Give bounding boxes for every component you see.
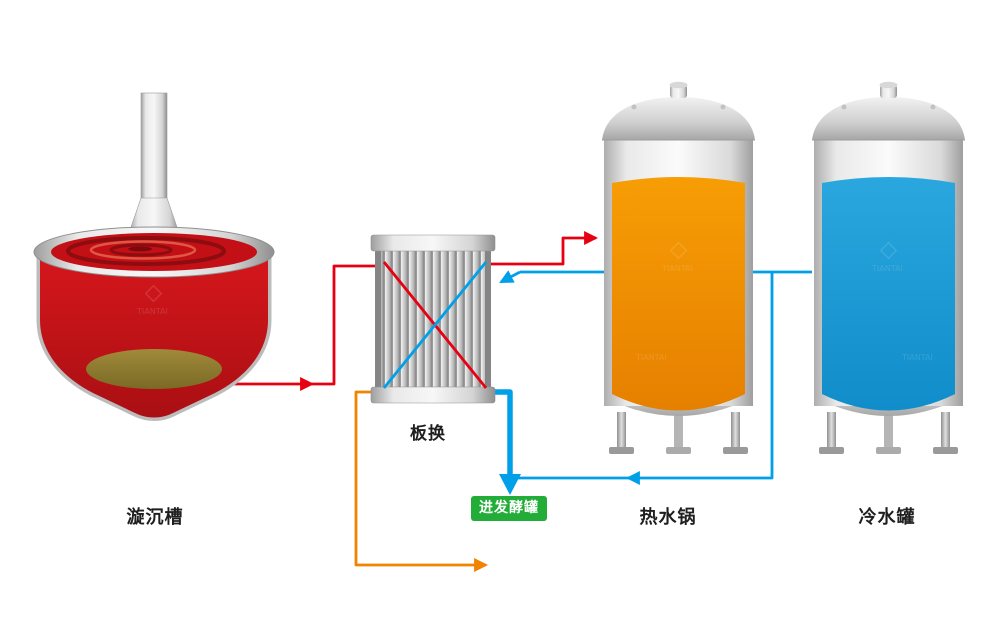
svg-text:TIANTAI: TIANTAI: [136, 307, 168, 316]
cold-diagonal: [382, 261, 488, 389]
tank-leg: [941, 412, 950, 450]
svg-text:TIANTAI: TIANTAI: [871, 264, 903, 273]
tank-dome: [812, 97, 965, 140]
tank-fitting: [930, 104, 936, 110]
watermark: TIANTAI: [136, 284, 168, 316]
tank-foot: [933, 447, 958, 454]
svg-text:TIANTAI: TIANTAI: [635, 353, 667, 362]
cooled-wort-arrowhead: [499, 474, 521, 495]
exchanger-frame-right: [485, 250, 491, 390]
cold-water-inlet-arrow: [499, 270, 521, 284]
cooled-wort-pipe: [488, 389, 513, 476]
wort-pipe-riser: [310, 264, 384, 386]
cold-water-return-pipe: [625, 272, 774, 485]
tank-top-cap: [880, 85, 897, 98]
label-heat-exchanger: 板换: [410, 424, 446, 444]
watermark: TIANTAI TIANTAI: [635, 241, 693, 362]
swirl-ring-outer: [66, 236, 226, 266]
cold-water-tank: TIANTAI TIANTAI: [812, 81, 965, 454]
svg-text:TIANTAI: TIANTAI: [661, 264, 693, 273]
swirl-ring-mid: [89, 240, 197, 260]
tank-top-cap-lid: [669, 81, 688, 89]
cold-water-fill: [822, 177, 955, 411]
tank-foot: [666, 447, 691, 454]
tank-dome: [602, 97, 755, 140]
exchanger-frame-left: [375, 250, 381, 390]
tank-leg: [674, 415, 683, 448]
tank-top-cap-lid: [879, 81, 898, 89]
tank-foot: [819, 447, 844, 454]
tank-leg: [731, 412, 740, 450]
tank-foot: [609, 447, 634, 454]
swirl-center: [128, 246, 152, 252]
tank-top-cap: [670, 85, 687, 98]
hot-water-fill: [612, 177, 745, 411]
sediment-pile: [86, 349, 222, 389]
watermark: TIANTAI TIANTAI: [871, 241, 933, 362]
fermenter-tag: 进发酵罐: [471, 496, 547, 521]
hot-water-tank: TIANTAI TIANTAI: [602, 81, 755, 454]
hot-water-out-pipe: [354, 390, 489, 572]
pipes-front: [382, 261, 521, 389]
label-whirlpool: 漩沉槽: [126, 507, 184, 528]
tank-leg: [884, 415, 893, 448]
tank-fitting: [841, 104, 847, 110]
tank-leg: [827, 412, 836, 450]
tank-leg: [617, 412, 626, 450]
svg-text:TIANTAI: TIANTAI: [901, 353, 933, 362]
tank-foot: [723, 447, 748, 454]
exchanger-bottom-bar: [370, 386, 496, 404]
label-cold-water-tank: 冷水罐: [858, 507, 916, 528]
tank-foot: [876, 447, 901, 454]
whirlpool-chimney: [140, 92, 168, 206]
swirl-ring-inner: [109, 243, 173, 257]
exchanger-top-bar: [370, 234, 496, 252]
whirlpool-tank: TIANTAI: [33, 92, 275, 421]
tank-fitting: [631, 104, 637, 110]
heated-water-pipe: [488, 231, 599, 266]
label-hot-water-tank: 热水锅: [639, 507, 697, 528]
whirlpool-body: [36, 250, 272, 421]
tank-fitting: [720, 104, 726, 110]
